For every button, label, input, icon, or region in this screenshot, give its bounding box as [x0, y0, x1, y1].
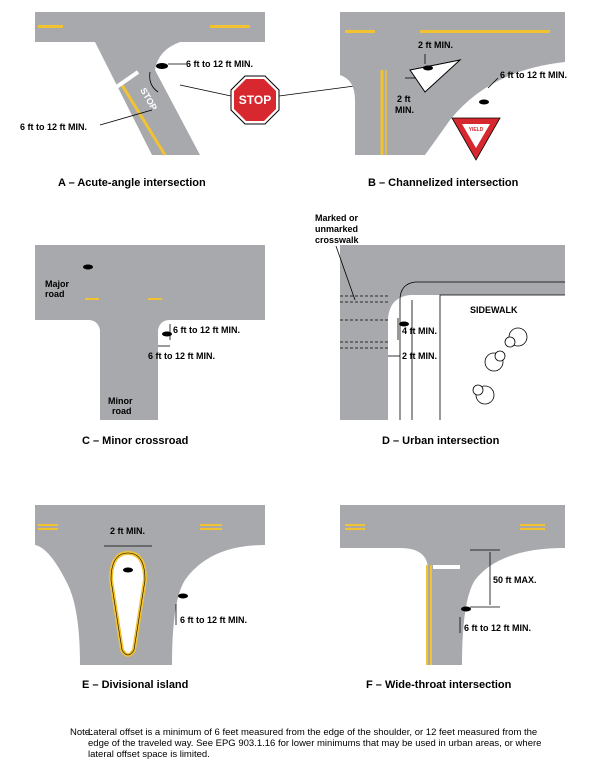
- stop-bar: [113, 70, 140, 90]
- yield-sign-icon: YIELD: [451, 117, 501, 161]
- island-outline: [110, 552, 146, 656]
- major-road-label-1: Major: [45, 279, 70, 289]
- centerline: [38, 528, 58, 530]
- sign-post-icon: [162, 331, 172, 337]
- centerline: [38, 25, 63, 28]
- leader-line: [179, 84, 232, 97]
- sign-post-icon: [83, 264, 93, 270]
- sidewalk-label: SIDEWALK: [470, 305, 518, 315]
- centerline: [345, 30, 375, 33]
- crosswalk-label-3: crosswalk: [315, 235, 360, 245]
- panel-c: Major road Minor road 6 ft to 12 ft MIN.…: [35, 245, 265, 447]
- centerline: [38, 524, 58, 526]
- centerline: [420, 30, 550, 33]
- centerline: [85, 298, 99, 300]
- offset-label-left: 6 ft to 12 ft MIN.: [20, 122, 87, 132]
- road-surface: [340, 245, 565, 420]
- sign-post-icon: [479, 99, 489, 105]
- centerline: [520, 528, 545, 530]
- offset-label: 6 ft to 12 ft MIN.: [464, 623, 531, 633]
- offset-label: 6 ft to 12 ft MIN.: [180, 615, 247, 625]
- dim-4ft-label: 4 ft MIN.: [402, 326, 437, 336]
- centerline: [210, 25, 250, 28]
- road-surface: [340, 505, 565, 665]
- caption-b: B – Channelized intersection: [368, 177, 519, 189]
- panel-e: 2 ft MIN. 6 ft to 12 ft MIN. E – Divisio…: [35, 505, 265, 691]
- svg-text:YIELD: YIELD: [469, 127, 484, 133]
- leader-line: [99, 109, 153, 126]
- centerline: [200, 524, 222, 526]
- sidewalk-edge: [411, 294, 565, 420]
- channelizing-island: [409, 59, 462, 93]
- dim-side-label-1: 2 ft: [397, 94, 411, 104]
- minor-road-label-1: Minor: [108, 396, 133, 406]
- panel-b: 2 ft MIN. 2 ft MIN. 6 ft to 12 ft MIN. Y…: [340, 12, 567, 189]
- road-surface: [35, 12, 265, 155]
- dim-line: [487, 77, 499, 89]
- crosswalk-label-1: Marked or: [315, 213, 359, 223]
- caption-d: D – Urban intersection: [382, 435, 500, 447]
- road-surface: [340, 12, 565, 155]
- sign-post-icon: [399, 321, 409, 327]
- offset-label: 6 ft to 12 ft MIN.: [500, 70, 567, 80]
- dim-top-label: 2 ft MIN.: [418, 40, 453, 50]
- minor-road-label-2: road: [112, 406, 132, 416]
- sign-post-icon: [178, 593, 188, 599]
- dim-2ft-label: 2 ft MIN.: [402, 351, 437, 361]
- sidewalk-curb: [399, 281, 565, 420]
- centerline: [148, 298, 162, 300]
- caption-a: A – Acute-angle intersection: [58, 177, 206, 189]
- centerline: [345, 528, 365, 530]
- sign-post-icon: [461, 606, 471, 612]
- centerline: [120, 84, 167, 156]
- sign-post-icon: [423, 65, 433, 71]
- stop-sign-icon: STOP: [230, 75, 280, 125]
- dim-50ft-label: 50 ft MAX.: [493, 575, 537, 585]
- offset-arrow: [149, 71, 159, 93]
- centerline: [345, 524, 365, 526]
- sign-post-icon: [156, 63, 168, 69]
- note-text: Lateral offset is a minimum of 6 feet me…: [88, 727, 542, 760]
- dim-side-label-2: MIN.: [395, 105, 414, 115]
- dim-top-label: 2 ft MIN.: [110, 526, 145, 536]
- offset-label-right: 6 ft to 12 ft MIN.: [173, 325, 240, 335]
- centerline: [520, 524, 545, 526]
- sign-post-icon: [123, 567, 133, 573]
- road-surface: [35, 505, 265, 665]
- leader-line: [335, 245, 356, 301]
- panel-f: 50 ft MAX. 6 ft to 12 ft MIN. F – Wide-t…: [340, 505, 565, 691]
- caption-e: E – Divisional island: [82, 679, 188, 691]
- offset-label-below: 6 ft to 12 ft MIN.: [148, 351, 215, 361]
- svg-text:STOP: STOP: [239, 93, 271, 107]
- panel-a: STOP 6 ft to 12 ft MIN. 6 ft to 12 ft MI…: [20, 12, 401, 189]
- caption-f: F – Wide-throat intersection: [366, 679, 512, 691]
- caption-c: C – Minor crossroad: [82, 435, 188, 447]
- major-road-label-2: road: [45, 289, 65, 299]
- panel-d: Marked or unmarked crosswalk SIDEWALK 4 …: [315, 213, 565, 447]
- shrub-icon: [472, 327, 528, 405]
- note-label: Note:: [70, 727, 93, 738]
- crosswalk-label-2: unmarked: [315, 224, 358, 234]
- offset-label-top: 6 ft to 12 ft MIN.: [186, 59, 253, 69]
- road-surface: [35, 245, 265, 420]
- centerline: [200, 528, 222, 530]
